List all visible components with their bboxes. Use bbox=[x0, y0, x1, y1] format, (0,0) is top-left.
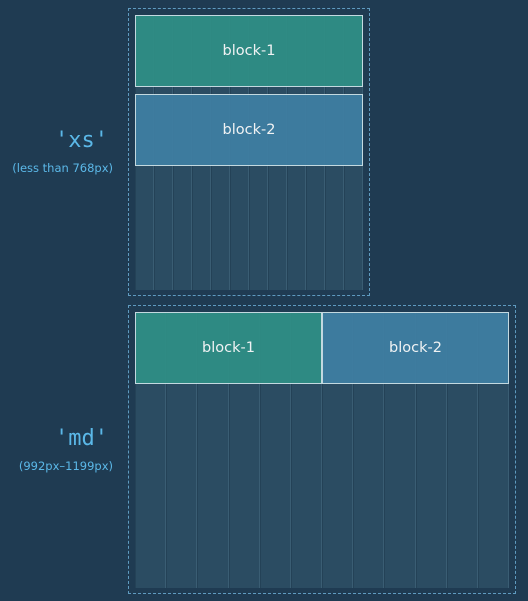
grid-column bbox=[384, 312, 416, 588]
grid-column bbox=[166, 312, 198, 588]
md-breakpoint-name: 'md' bbox=[55, 426, 108, 451]
grid-column bbox=[135, 312, 167, 588]
xs-block-1: block-1 bbox=[135, 15, 363, 87]
grid-column bbox=[415, 312, 447, 588]
grid-column bbox=[228, 312, 260, 588]
grid-column bbox=[290, 312, 323, 588]
md-breakpoint-range: (992px–1199px) bbox=[18, 459, 113, 473]
grid-column bbox=[259, 312, 291, 588]
xs-breakpoint-name: 'xs' bbox=[55, 128, 108, 153]
xs-block-2: block-2 bbox=[135, 94, 363, 166]
grid-column bbox=[322, 312, 354, 588]
md-container: block-1 block-2 bbox=[128, 305, 516, 594]
xs-container: block-1 block-2 bbox=[128, 8, 370, 296]
grid-column bbox=[197, 312, 229, 588]
grid-column bbox=[446, 312, 478, 588]
md-block-2: block-2 bbox=[322, 312, 509, 384]
grid-column bbox=[477, 312, 510, 588]
xs-breakpoint-range: (less than 768px) bbox=[12, 161, 113, 175]
md-block-1: block-1 bbox=[135, 312, 322, 384]
grid-column bbox=[353, 312, 385, 588]
